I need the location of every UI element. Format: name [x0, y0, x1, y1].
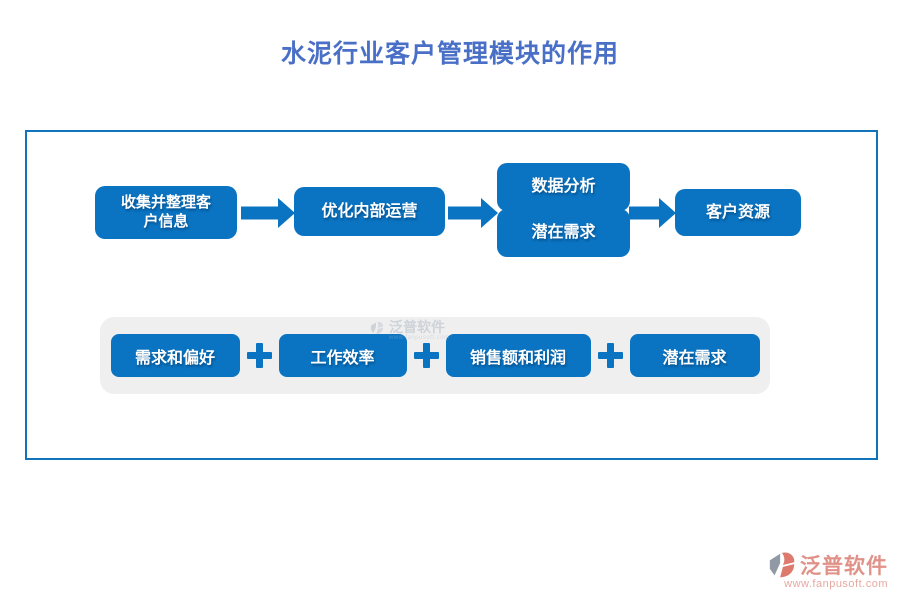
- flow-step-optimize-operations: 优化内部运营: [294, 187, 445, 236]
- flow-step-customer-resources: 客户资源: [675, 189, 801, 236]
- arrow-right-icon: [241, 197, 295, 229]
- brand-logo: 泛普软件 www.fanpusoft.com: [767, 550, 888, 590]
- factor-sales-profit: 销售额和利润: [445, 334, 591, 377]
- flow-step-data-analysis: 数据分析: [497, 163, 630, 211]
- factor-work-efficiency: 工作效率: [278, 334, 407, 377]
- factor-bar: 需求和偏好 工作效率 销售额和利润 潜在需求: [100, 317, 770, 394]
- factor-needs-preferences: 需求和偏好: [110, 334, 240, 377]
- plus-icon: [246, 343, 272, 368]
- plus-icon: [413, 343, 439, 368]
- plus-icon: [597, 343, 623, 368]
- brand-name: 泛普软件: [800, 555, 888, 578]
- flow-step-potential-demand: 潜在需求: [497, 209, 630, 257]
- factor-potential-demand: 潜在需求: [629, 334, 760, 377]
- brand-url: www.fanpusoft.com: [784, 578, 888, 590]
- arrow-right-icon: [448, 197, 498, 229]
- brand-logo-icon: [769, 552, 795, 578]
- diagram-frame: 收集并整理客户信息 优化内部运营 数据分析 潜在需求 客户资源 需求和偏好 工作…: [25, 130, 878, 460]
- arrow-right-icon: [629, 197, 676, 229]
- flow-step-collect-info: 收集并整理客户信息: [95, 186, 237, 239]
- page-title: 水泥行业客户管理模块的作用: [280, 40, 619, 68]
